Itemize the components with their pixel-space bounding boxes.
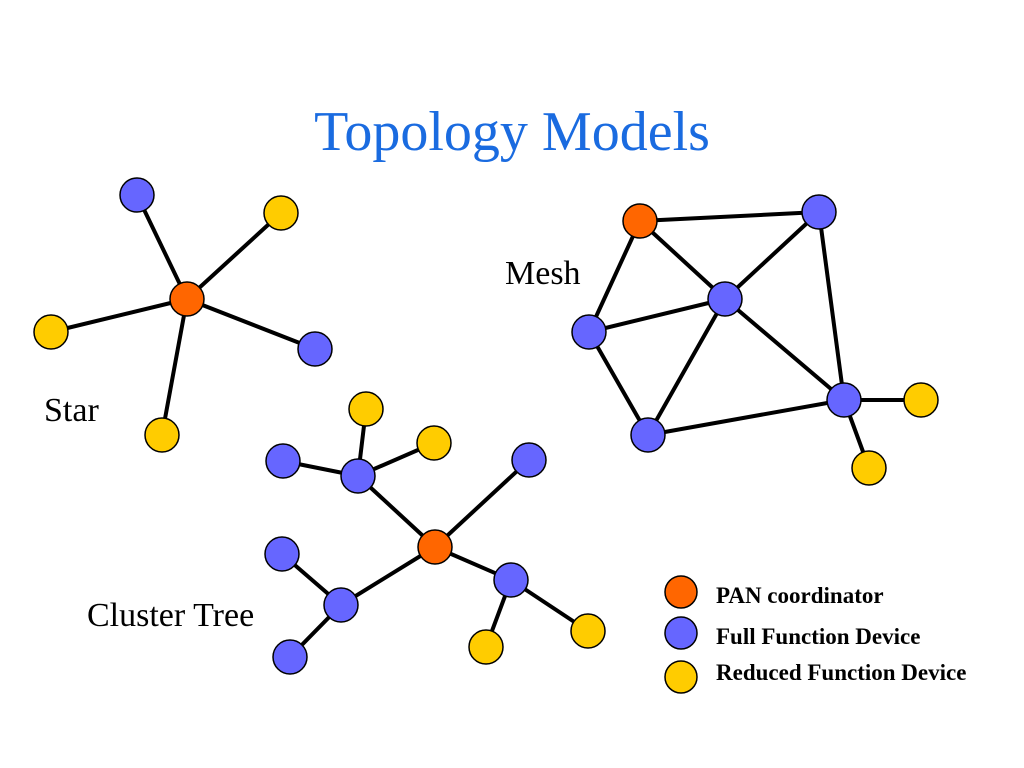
full-function-device-node [630, 417, 666, 453]
link-edge [723, 210, 821, 301]
legend-rfd-label: Reduced Function Device [716, 660, 966, 685]
full-function-device-node [493, 562, 529, 598]
full-function-device-node [707, 281, 743, 317]
reduced-function-device-node [33, 314, 69, 350]
link-edge [185, 211, 283, 301]
link-edge [339, 545, 437, 607]
link-edge [638, 219, 727, 301]
cluster-tree-label: Cluster Tree [87, 597, 254, 634]
full-function-device-node [265, 443, 301, 479]
link-edge [638, 210, 821, 223]
page-title: Topology Models [314, 101, 710, 163]
legend-ffd-swatch [664, 616, 698, 650]
link-edge [185, 297, 317, 351]
full-function-device-node [340, 458, 376, 494]
reduced-function-device-node [144, 417, 180, 453]
mesh-label: Mesh [505, 255, 581, 292]
reduced-function-device-node [851, 450, 887, 486]
full-function-device-node [571, 314, 607, 350]
legend-pan-swatch [664, 575, 698, 609]
full-function-device-node [264, 536, 300, 572]
edges-layer [49, 193, 923, 659]
legend: PAN coordinator Full Function Device Red… [664, 575, 966, 694]
legend-pan-label: PAN coordinator [716, 583, 884, 608]
full-function-device-node [297, 331, 333, 367]
link-edge [160, 297, 189, 437]
link-edge [646, 297, 727, 437]
reduced-function-device-node [468, 629, 504, 665]
legend-ffd-label: Full Function Device [716, 624, 920, 649]
nodes-layer [33, 177, 939, 675]
reduced-function-device-node [348, 391, 384, 427]
full-function-device-node [511, 442, 547, 478]
link-edge [817, 210, 846, 402]
link-edge [49, 297, 189, 334]
full-function-device-node [119, 177, 155, 213]
reduced-function-device-node [416, 425, 452, 461]
legend-rfd-swatch [664, 660, 698, 694]
reduced-function-device-node [263, 195, 299, 231]
link-edge [587, 297, 727, 334]
full-function-device-node [826, 382, 862, 418]
full-function-device-node [272, 639, 308, 675]
link-edge [433, 458, 531, 549]
pan-coordinator-node [622, 203, 658, 239]
link-edge [587, 219, 642, 334]
pan-coordinator-node [169, 281, 205, 317]
link-edge [587, 330, 650, 437]
full-function-device-node [323, 587, 359, 623]
reduced-function-device-node [903, 382, 939, 418]
link-edge [646, 398, 846, 437]
pan-coordinator-node [417, 529, 453, 565]
link-edge [135, 193, 189, 301]
full-function-device-node [801, 194, 837, 230]
star-label: Star [44, 392, 99, 429]
link-edge [723, 297, 846, 402]
reduced-function-device-node [570, 613, 606, 649]
